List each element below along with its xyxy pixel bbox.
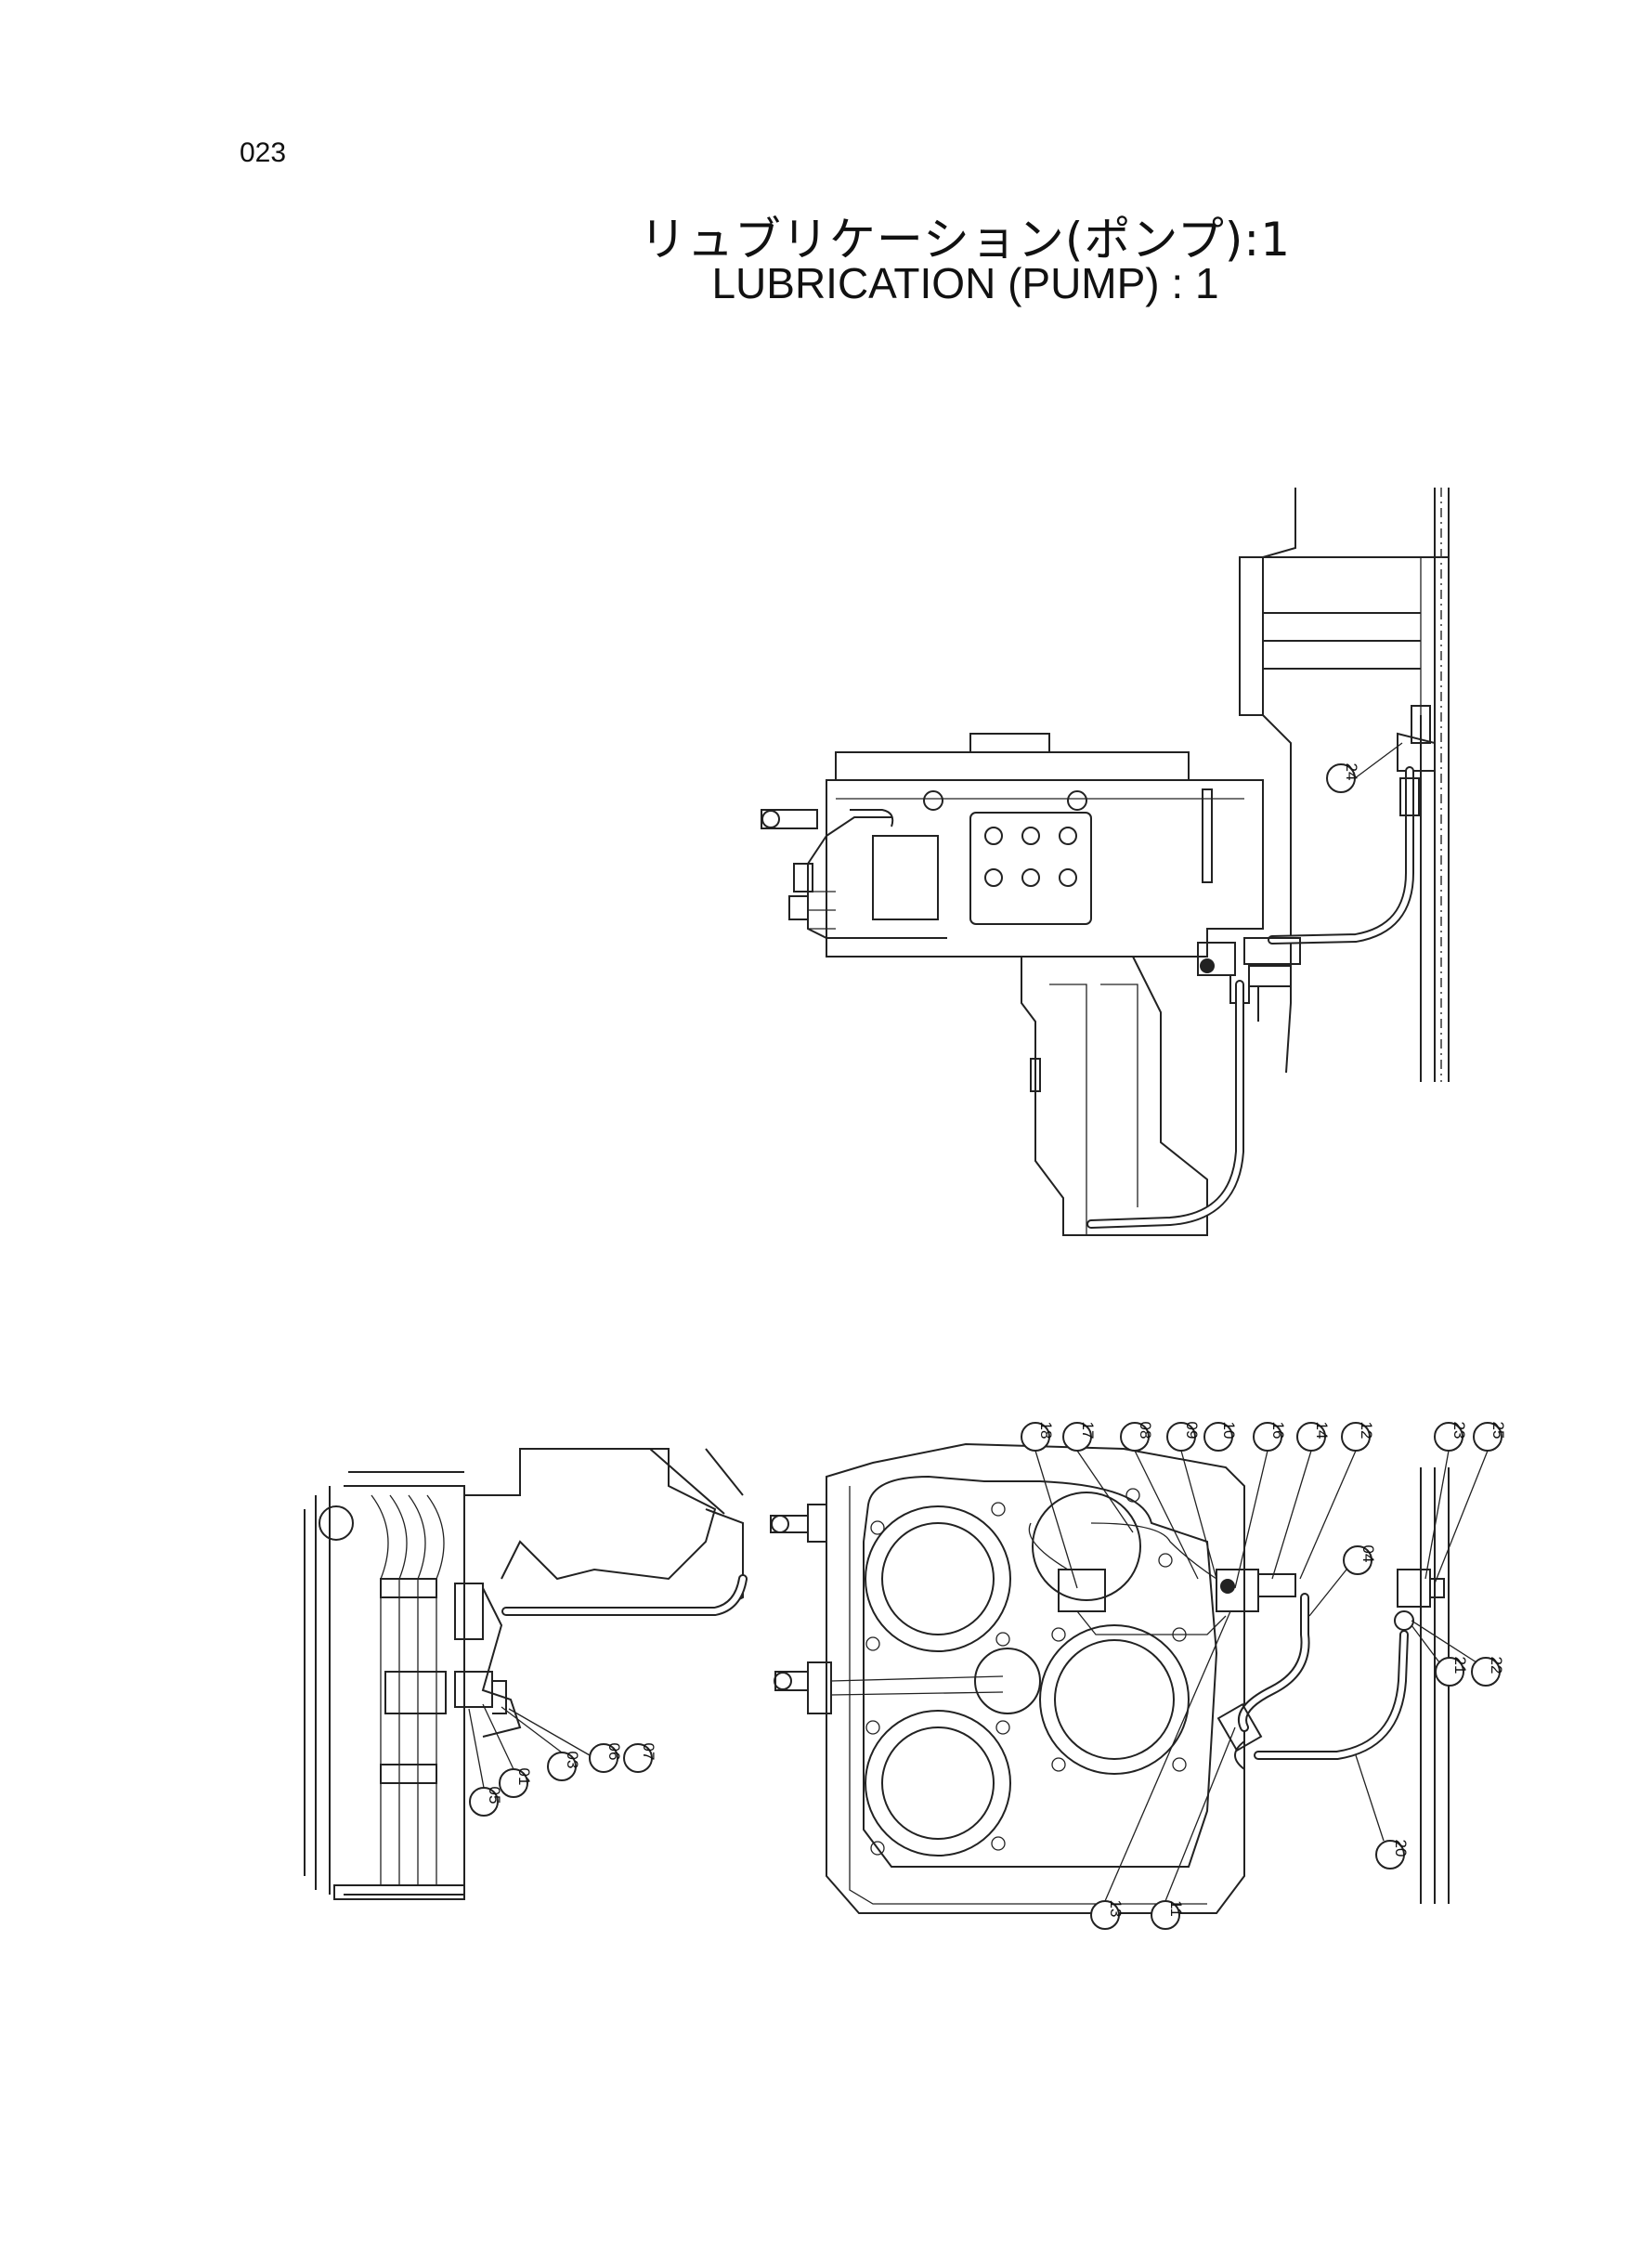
svg-text:18: 18 [1037, 1422, 1055, 1440]
lower-center-view: 18 17 08 09 10 16 14 12 04 23 25 21 22 2… [770, 1422, 1507, 1930]
callout-18: 18 [1021, 1422, 1078, 1589]
svg-text:11: 11 [1167, 1900, 1185, 1917]
callout-11: 11 [1151, 1726, 1236, 1930]
svg-text:01: 01 [515, 1768, 533, 1786]
callout-08: 08 [1120, 1422, 1199, 1580]
svg-text:16: 16 [1269, 1422, 1287, 1440]
svg-text:10: 10 [1220, 1422, 1238, 1440]
svg-text:09: 09 [1183, 1422, 1201, 1440]
callout-09: 09 [1166, 1422, 1217, 1580]
callout-12: 12 [1299, 1422, 1375, 1580]
callout-05: 05 [468, 1708, 503, 1817]
svg-text:12: 12 [1358, 1422, 1375, 1440]
svg-text:06: 06 [605, 1743, 623, 1761]
callout-23: 23 [1424, 1422, 1468, 1580]
svg-text:13: 13 [1107, 1900, 1125, 1918]
svg-text:24: 24 [1343, 763, 1360, 781]
svg-text:04: 04 [1359, 1545, 1377, 1563]
callout-03: 03 [501, 1706, 581, 1781]
hose-lower-upper-view [1086, 980, 1244, 1229]
svg-text:25: 25 [1489, 1422, 1507, 1440]
callout-14: 14 [1271, 1422, 1331, 1580]
svg-text:17: 17 [1079, 1422, 1097, 1440]
pump-body [761, 733, 1264, 1236]
frame-rail [1239, 488, 1450, 1082]
svg-text:22: 22 [1488, 1657, 1505, 1674]
callout-22: 22 [1411, 1620, 1505, 1687]
svg-text:08: 08 [1137, 1422, 1154, 1440]
title-english: LUBRICATION (PUMP) : 1 [711, 259, 1219, 307]
callout-21: 21 [1411, 1624, 1469, 1687]
svg-text:05: 05 [486, 1787, 503, 1804]
lower-left-view: 05 01 03 06 07 [304, 1448, 748, 1900]
svg-text:07: 07 [640, 1743, 657, 1761]
callout-13: 13 [1090, 1610, 1231, 1930]
pump-fittings [1197, 937, 1301, 1022]
callout-07: 07 [623, 1743, 657, 1773]
svg-text:14: 14 [1313, 1422, 1331, 1440]
svg-text:23: 23 [1450, 1422, 1468, 1440]
callout-17: 17 [1062, 1422, 1134, 1533]
hose-24 [1268, 766, 1420, 945]
svg-text:20: 20 [1392, 1840, 1410, 1857]
callout-04: 04 [1308, 1545, 1377, 1617]
page-number: 023 [240, 137, 287, 168]
bolt-holes [865, 1488, 1187, 1856]
upper-view: 24 [761, 488, 1450, 1236]
callout-10: 10 [1203, 1422, 1238, 1452]
svg-text:03: 03 [564, 1752, 581, 1769]
title-japanese: リュブリケーション(ポンプ):1 [639, 213, 1292, 267]
callout-06: 06 [508, 1708, 623, 1773]
svg-text:21: 21 [1451, 1657, 1469, 1674]
callout-01: 01 [482, 1703, 533, 1798]
callout-24: 24 [1326, 742, 1403, 793]
callout-16: 16 [1234, 1422, 1287, 1589]
callout-20: 20 [1355, 1754, 1410, 1870]
callout-25: 25 [1434, 1422, 1507, 1584]
